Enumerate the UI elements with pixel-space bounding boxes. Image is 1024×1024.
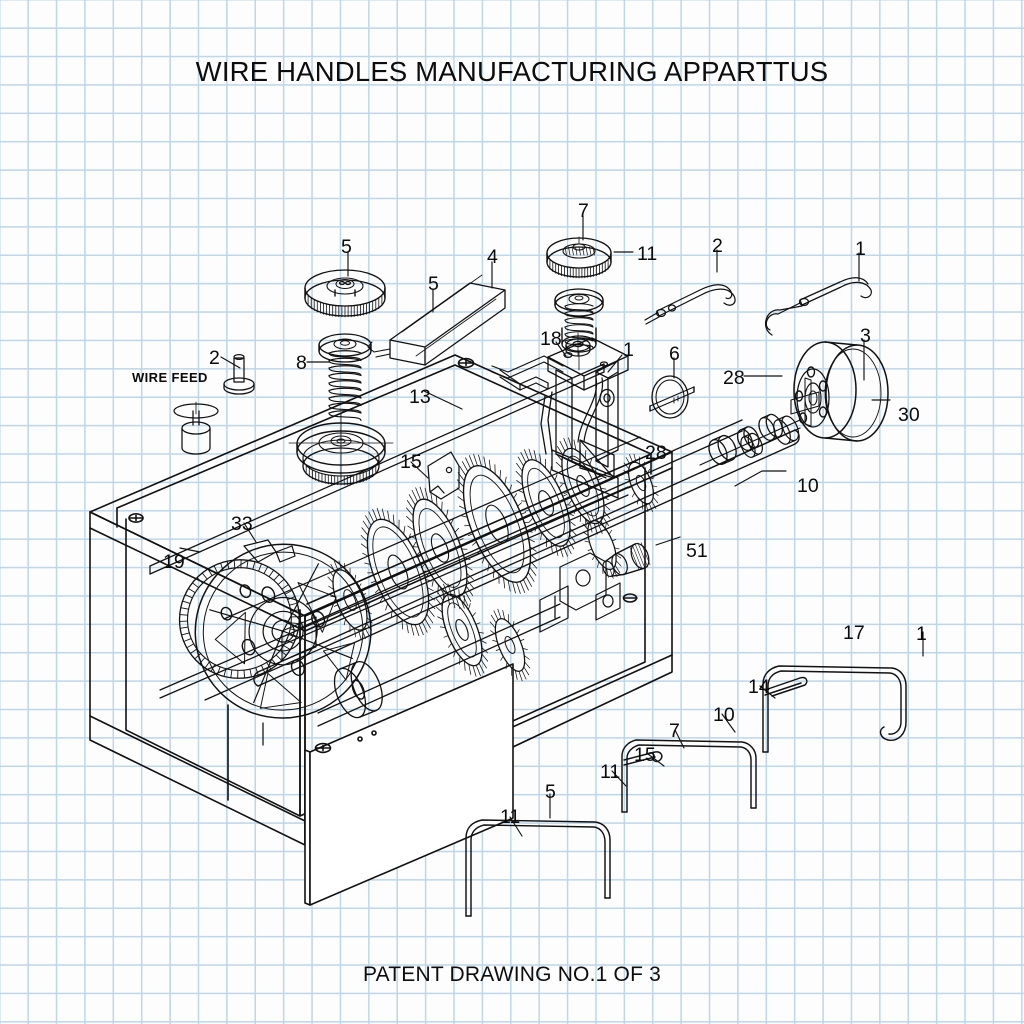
ref-label-ref-11-left: 11 (500, 806, 521, 828)
flywheel-drum (790, 341, 889, 442)
ref-label-wire-feed: WIRE FEED (132, 370, 208, 385)
page-title: WIRE HANDLES MANUFACTURING APPARTTUS (195, 56, 829, 87)
ref-label-ref-7-top: 7 (578, 200, 589, 222)
ref-label-ref-11-top: 11 (637, 243, 658, 265)
plate-15 (427, 451, 460, 500)
bent-rod-2 (644, 284, 736, 325)
ref-label-ref-28-drum: 28 (723, 367, 745, 389)
ref-label-ref-33: 33 (231, 513, 253, 535)
lower-shaft (317, 603, 561, 727)
ref-label-ref-8: 8 (296, 352, 307, 374)
ref-label-ref-10-shaft: 10 (797, 475, 819, 497)
drawing-caption: PATENT DRAWING NO.1 OF 3 (362, 963, 662, 986)
ref-label-ref-13: 13 (409, 386, 431, 408)
ref-label-ref-7-hdl: 7 (669, 720, 680, 742)
cam-disc-assembly (178, 543, 372, 719)
ref-label-ref-2-rod: 2 (712, 235, 723, 257)
hex-bar-4 (367, 274, 506, 366)
ref-label-ref-17: 17 (843, 622, 865, 644)
exploded-gear-5 (304, 269, 386, 318)
ref-label-ref-10-hdl: 10 (713, 704, 735, 726)
ref-label-ref-30: 30 (898, 404, 920, 426)
internal-frame-rails (149, 363, 651, 746)
secondary-shaft (299, 419, 743, 629)
ref-label-ref-5-gear: 5 (341, 236, 352, 258)
ref-label-ref-1-col: 1 (623, 339, 634, 361)
cam-pawl (243, 539, 296, 563)
right-bearing-blocks (539, 552, 621, 633)
bent-rod-1 (764, 277, 872, 336)
machine-cabinet (89, 354, 673, 906)
pinion-28 (623, 453, 659, 513)
ref-label-ref-3: 3 (860, 325, 871, 347)
gear-train (327, 437, 611, 682)
bent-rod-arm (499, 369, 549, 391)
ref-label-ref-11-mid: 11 (600, 761, 621, 783)
leader-lines (179, 215, 924, 837)
ref-label-ref-6: 6 (669, 343, 680, 365)
ref-label-ref-18: 18 (540, 328, 562, 350)
ref-label-ref-1-hdl: 1 (916, 623, 927, 645)
ring-clip-6 (649, 375, 695, 419)
ref-label-ref-1-rod: 1 (855, 238, 866, 260)
ref-label-ref-5-bar: 5 (428, 273, 439, 295)
ref-label-ref-28-mid: 28 (645, 442, 667, 464)
ref-label-ref-15-hdl: 15 (634, 744, 656, 766)
ref-label-ref-4: 4 (487, 246, 498, 268)
spring-assembly-8 (318, 333, 372, 422)
ref-label-ref-51: 51 (686, 540, 708, 562)
cam-pulley (333, 661, 383, 719)
ref-label-ref-15-cam: 15 (400, 451, 422, 473)
curved-linkage (577, 377, 604, 443)
ref-label-ref-14: 14 (748, 676, 770, 698)
ref-label-ref-5-hdl: 5 (545, 781, 556, 803)
drum-shaft (699, 415, 801, 474)
knob-part (173, 401, 219, 455)
top-sheave-13 (288, 413, 394, 486)
center-column-assembly (540, 332, 629, 499)
wire-handle-middle (621, 739, 757, 813)
ref-label-ref-19: 19 (163, 551, 185, 573)
wire-handle-right (762, 665, 907, 753)
pin-2 (223, 353, 255, 395)
ref-label-ref-2-left: 2 (209, 347, 220, 369)
worm-gear-7 (546, 236, 612, 279)
column-arm (491, 355, 564, 379)
wire-handle-left (465, 819, 611, 917)
spring-stack-11 (554, 288, 604, 371)
small-pinion-28-mid (582, 511, 622, 579)
